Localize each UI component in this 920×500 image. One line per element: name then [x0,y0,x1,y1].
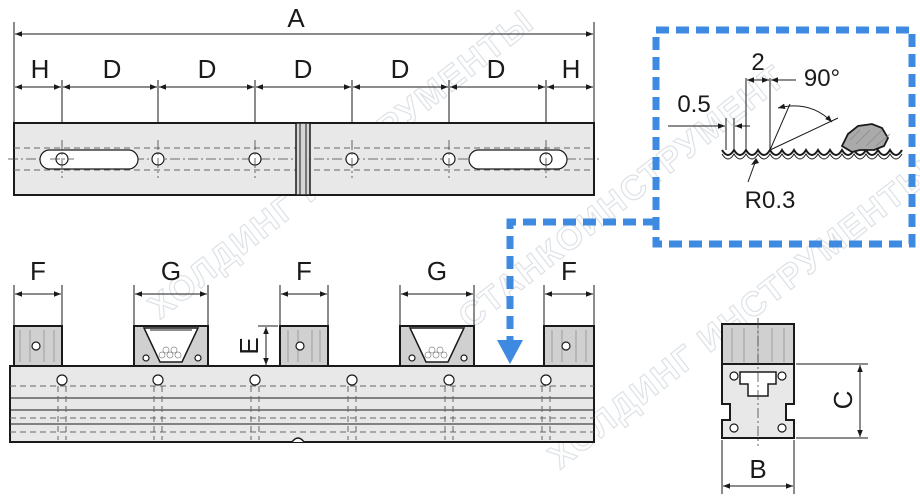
dimension-label-e: E [234,337,264,354]
hole-centerlines [50,140,547,178]
front-hidden-bolts [57,386,551,440]
front-rail-holes [56,374,552,386]
detail-leader-line [506,218,656,345]
dimension-label-g-1: G [161,256,181,286]
dimension-label-d-1: D [103,54,122,84]
dimension-label-f-1: F [30,256,46,286]
detail-angle-label: 90° [804,65,840,92]
t-slot [739,371,777,397]
dimension-label-b: B [749,454,766,484]
dimension-label-d-4: D [391,54,410,84]
workpiece-section [840,123,890,153]
dimension-label-a: A [287,3,305,33]
slot-left [39,149,139,170]
dimension-label-f-2: F [296,256,312,286]
dimension-label-f-3: F [561,256,577,286]
rail-front-outline [9,365,595,443]
detail-view: 2 90° 0.5 R0.3 [497,26,916,364]
dimension-label-d-3: D [294,54,313,84]
detail-pitch-label: 2 [751,49,764,76]
front-extension-lines [13,285,595,325]
dimension-label-d-2: D [198,54,217,84]
detail-gap-label: 0.5 [677,91,710,118]
top-view-rail: A H D D D D D H [8,3,600,196]
dimension-label-c: C [828,391,858,410]
side-view: C B [721,318,868,494]
fixed-jaws [13,325,595,367]
dimension-label-h-left: H [31,54,50,84]
detail-leader-arrow [497,340,523,364]
detail-radius-label: R0.3 [745,187,796,214]
front-view: F G F G F E [9,256,595,443]
detail-frame [652,26,916,248]
serration-profile [721,148,903,156]
dimension-label-g-2: G [427,256,447,286]
dimension-label-d-5: D [487,54,506,84]
dimension-label-h-right: H [562,54,581,84]
clamping-jaws [133,325,475,367]
